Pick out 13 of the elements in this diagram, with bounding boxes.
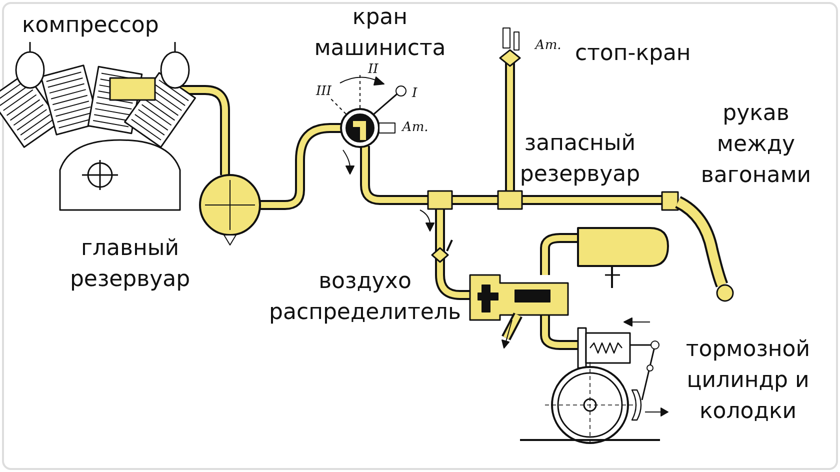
atmosphere-mark: Ат. xyxy=(535,38,562,53)
component-label: воздухо распределитель xyxy=(269,268,461,327)
position-mark: I xyxy=(412,86,418,101)
component-label: стоп-кран xyxy=(575,40,691,68)
component-label: кран машиниста xyxy=(314,4,446,63)
position-mark: II xyxy=(368,62,378,77)
component-label: главный резервуар xyxy=(70,235,190,294)
atmosphere-mark: Ат. xyxy=(402,120,428,135)
component-label: тормозной цилиндр и колодки xyxy=(686,336,810,426)
component-label: запасный резервуар xyxy=(520,130,640,189)
component-label: компрессор xyxy=(22,12,159,40)
position-mark: III xyxy=(316,84,332,99)
component-label: рукав между вагонами xyxy=(700,100,812,190)
